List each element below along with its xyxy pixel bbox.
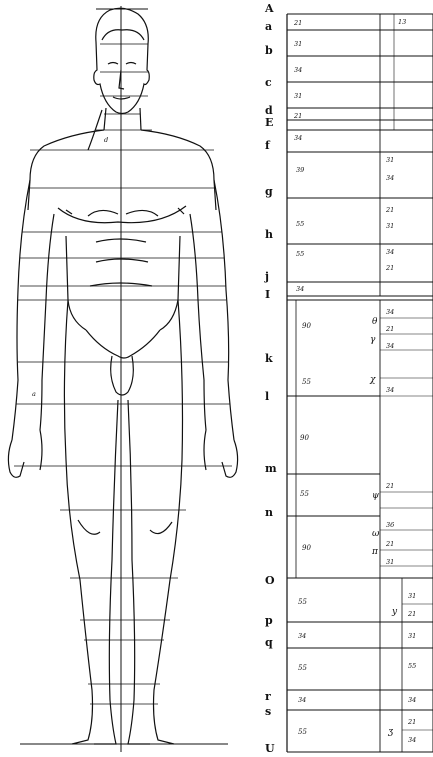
left-number: 55 [298, 598, 307, 606]
mid-number: 34 [386, 248, 394, 256]
mid-number: 31 [408, 632, 416, 640]
greek-mark: γ [370, 335, 376, 345]
left-number: 55 [298, 664, 307, 672]
left-number: 34 [298, 696, 306, 704]
row-letter: h [265, 228, 273, 241]
left-number: 21 [293, 112, 302, 120]
left-number: 90 [300, 434, 309, 442]
row-letter: r [265, 690, 271, 703]
left-number: 31 [294, 40, 302, 48]
mid-number: 34 [408, 736, 416, 744]
left-number: 55 [296, 220, 304, 228]
row-letter: U [265, 742, 275, 755]
mid-number: 21 [407, 718, 416, 726]
torso [28, 110, 216, 358]
row-letter: s [265, 705, 271, 718]
left-number: 34 [296, 285, 304, 293]
legs [64, 300, 182, 744]
left-number: 34 [294, 134, 302, 142]
mid-number: 31 [408, 592, 416, 600]
head [94, 8, 149, 130]
mid-number: 21 [385, 540, 394, 548]
figure-mark-a: a [32, 390, 36, 398]
row-letter: O [265, 574, 275, 587]
left-number: 90 [302, 322, 311, 330]
left-number: 90 [302, 544, 311, 552]
mid-number: 31 [386, 558, 394, 566]
left-number: 34 [294, 66, 302, 74]
chart-svg: A a b c d E f g h j I k l m n O p q r s … [262, 0, 433, 757]
mid-number: 55 [408, 662, 416, 670]
greek-mark: π [371, 547, 379, 557]
mid-number: 34 [386, 342, 394, 350]
mid-number: 21 [385, 325, 394, 333]
arms [8, 180, 237, 477]
row-letter: k [265, 352, 273, 365]
row-letter: l [265, 390, 269, 403]
mid-number: 31 [386, 156, 394, 164]
left-number: 55 [296, 250, 304, 258]
row-letter: b [265, 44, 273, 57]
figure-mark-d: d [104, 136, 108, 144]
mid-number: 31 [386, 222, 394, 230]
left-number: 39 [296, 166, 304, 174]
mid-numbers: 13 31 34 21 31 34 21 34 21 34 34 21 36 2… [385, 18, 416, 744]
row-letter: f [265, 139, 271, 152]
row-letter: m [265, 462, 277, 475]
row-letter: j [264, 270, 269, 283]
greek-mark: ψ [372, 491, 380, 501]
greek-mark: ʒ [387, 727, 394, 737]
row-letters: A a b c d E f g h j I k l m n O p q r s … [264, 2, 277, 755]
mid-number: 34 [408, 696, 416, 704]
upper-rows [287, 14, 433, 296]
mid-number: 13 [398, 18, 406, 26]
greek-mark: χ [369, 375, 376, 385]
greek-mark: y [391, 607, 398, 617]
proportion-chart: A a b c d E f g h j I k l m n O p q r s … [262, 0, 433, 757]
mid-number: 34 [386, 174, 394, 182]
left-number: 31 [294, 92, 302, 100]
left-number: 55 [298, 728, 307, 736]
left-number: 34 [298, 632, 306, 640]
row-letter: A [264, 2, 274, 15]
greek-mark: ω [372, 529, 380, 539]
figure-division-lines [14, 44, 232, 704]
mid-number: 21 [385, 482, 394, 490]
lower-right-ticks [402, 604, 433, 730]
greek-mark: θ [372, 317, 378, 327]
left-number: 55 [302, 378, 311, 386]
row-letter: p [265, 614, 273, 627]
left-number: 55 [300, 490, 309, 498]
figure-svg: d a [0, 0, 262, 757]
row-letter: I [265, 288, 270, 301]
mid-number: 21 [385, 206, 394, 214]
row-letter: E [265, 116, 273, 129]
human-figure-drawing: d a [0, 0, 262, 757]
mid-number: 21 [407, 610, 416, 618]
row-letter: a [265, 20, 272, 33]
row-letter: g [265, 185, 273, 198]
row-letter: c [265, 76, 272, 89]
mid-number: 21 [385, 264, 394, 272]
left-number: 21 [293, 19, 302, 27]
row-letter: n [265, 506, 273, 519]
mid-number: 34 [386, 308, 394, 316]
mid-number: 34 [386, 386, 394, 394]
row-letter: q [265, 636, 273, 649]
mid-number: 36 [386, 521, 394, 529]
